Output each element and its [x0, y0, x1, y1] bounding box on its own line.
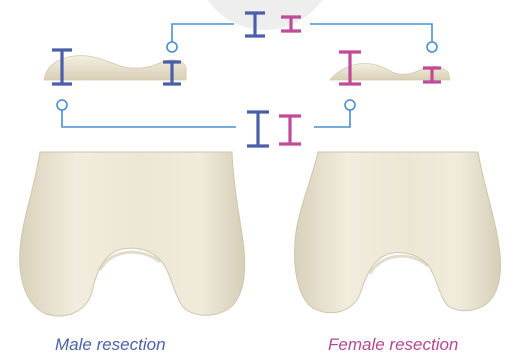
circle-node-icon: [57, 100, 67, 110]
lower-connector-left: [62, 110, 236, 127]
female-femur: [295, 152, 501, 313]
background-disc: [195, 0, 335, 30]
upper-connector-left: [172, 24, 234, 42]
circle-node-icon: [167, 42, 177, 52]
circle-node-icon: [345, 100, 355, 110]
female-resection-caption: Female resection: [328, 335, 458, 355]
upper-connector-right: [310, 24, 432, 42]
male-resection-slice: [44, 56, 186, 80]
male-resection-caption: Male resection: [55, 335, 166, 355]
male-femur: [20, 152, 245, 316]
circle-node-icon: [427, 42, 437, 52]
lower-female-thickness-marker: [279, 116, 301, 144]
lower-connector-right: [314, 110, 350, 127]
lower-male-thickness-marker: [247, 112, 269, 146]
